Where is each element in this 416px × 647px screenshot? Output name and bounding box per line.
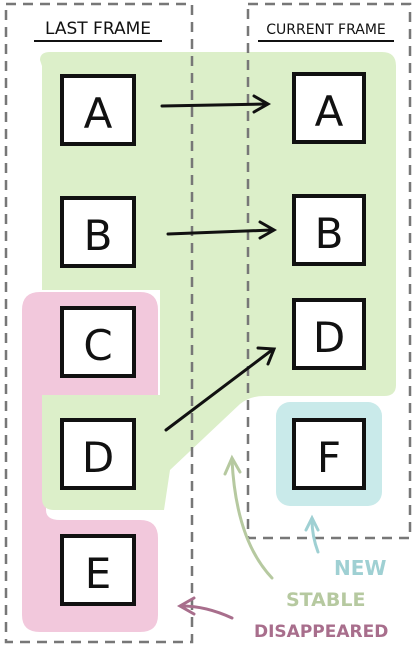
last-frame-box-c: C bbox=[60, 306, 136, 378]
legend-stable: STABLE bbox=[286, 589, 365, 611]
last-frame-box-a-label: A bbox=[84, 89, 113, 138]
current-frame-box-a: A bbox=[292, 72, 366, 144]
current-frame-box-d: D bbox=[292, 298, 366, 370]
arrow-a-to-a bbox=[160, 94, 272, 114]
current-frame-box-f-label: F bbox=[317, 433, 341, 482]
last-frame-box-d: D bbox=[60, 418, 136, 490]
last-frame-box-d-label: D bbox=[82, 433, 114, 482]
last-frame-box-c-label: C bbox=[83, 321, 112, 370]
current-frame-box-b: B bbox=[292, 194, 366, 266]
current-frame-header: CURRENT FRAME bbox=[266, 22, 386, 38]
arrow-b-to-b bbox=[166, 220, 278, 240]
current-frame-box-b-label: B bbox=[315, 209, 344, 258]
new-pointer-arrow bbox=[304, 514, 320, 554]
legend-new: NEW bbox=[334, 556, 386, 580]
arrow-d-to-d bbox=[164, 346, 277, 432]
stable-region bbox=[40, 52, 396, 510]
current-frame-border bbox=[246, 2, 412, 540]
disappeared-pointer-arrow bbox=[176, 596, 234, 620]
last-frame-box-b: B bbox=[60, 196, 136, 268]
current-frame-box-f: F bbox=[292, 418, 366, 490]
last-frame-box-e-label: E bbox=[85, 549, 112, 598]
last-frame-border bbox=[4, 2, 194, 644]
legend-disappeared: DISAPPEARED bbox=[254, 622, 388, 642]
stable-pointer-arrow bbox=[223, 454, 274, 580]
last-frame-box-e: E bbox=[60, 534, 136, 606]
last-frame-box-b-label: B bbox=[84, 211, 113, 260]
last-frame-header: LAST FRAME bbox=[45, 19, 151, 39]
last-frame-box-a: A bbox=[60, 74, 136, 146]
current-frame-box-d-label: D bbox=[313, 313, 345, 362]
current-frame-box-a-label: A bbox=[315, 87, 344, 136]
